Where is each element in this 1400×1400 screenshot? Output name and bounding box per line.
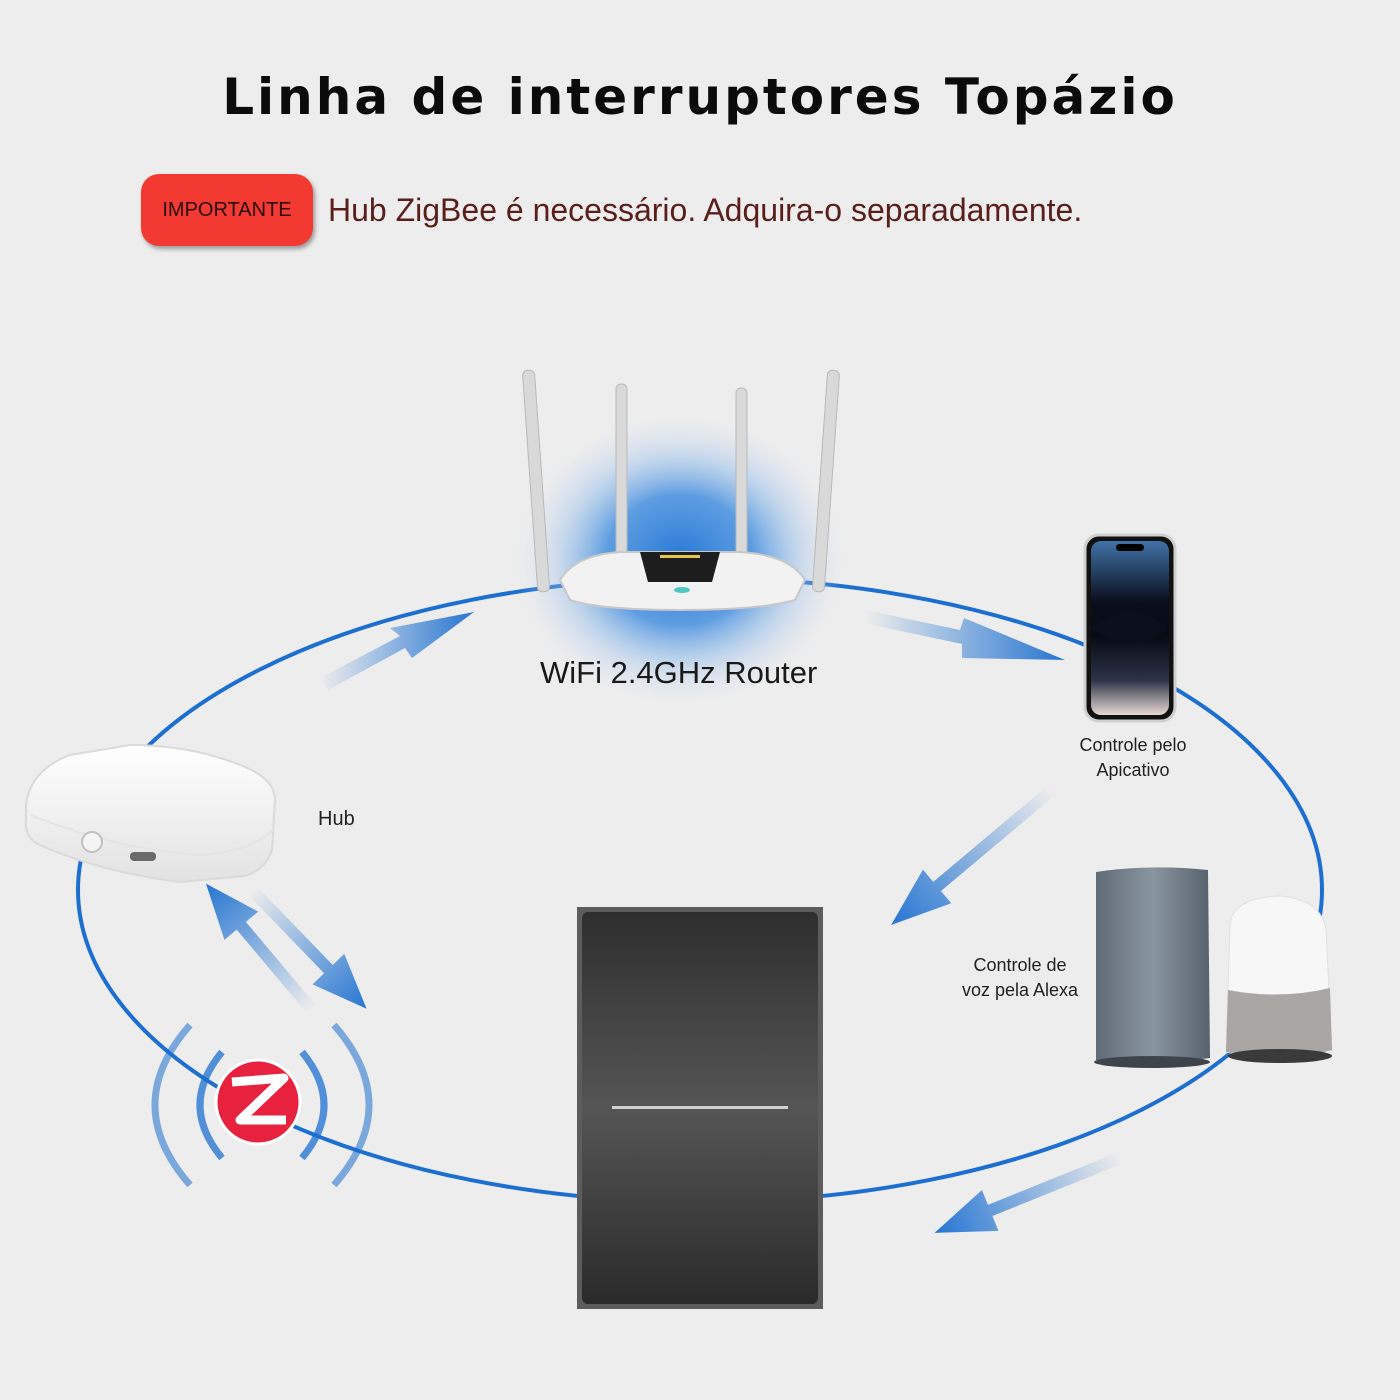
important-badge: IMPORTANTE (141, 174, 313, 246)
arrow-icon (891, 785, 1056, 925)
voice-control-label: Controle de voz pela Alexa (950, 953, 1090, 1003)
app-control-label: Controle pelo Apicativo (1060, 733, 1206, 783)
arrow-icon (320, 612, 474, 690)
arrow-icon (934, 1152, 1123, 1233)
arrow-icon (205, 883, 317, 1014)
voice-control-label-line2: voz pela Alexa (961, 980, 1079, 1000)
notice-text: Hub ZigBee é necessário. Adquira-o separ… (328, 192, 1083, 228)
smart-speaker-icon (1094, 867, 1210, 1068)
page-title: Linha de interruptores Topázio (222, 68, 1178, 126)
app-control-label-line2: Apicativo (1096, 760, 1170, 780)
zigbee-logo-icon (151, 1022, 373, 1188)
arrow-icon (865, 610, 1065, 660)
hub-label: Hub (318, 808, 355, 830)
arrow-icon (247, 885, 367, 1009)
zigbee-hub-icon (24, 743, 277, 884)
router-label: WiFi 2.4GHz Router (540, 655, 818, 690)
voice-control-label-line1: Controle de (973, 955, 1067, 975)
wifi-router-icon (522, 369, 840, 612)
app-control-label-line1: Controle pelo (1079, 735, 1187, 755)
smart-speaker-icon (1225, 895, 1333, 1063)
smart-switch-icon (577, 907, 823, 1309)
smartphone-icon (1083, 533, 1177, 723)
